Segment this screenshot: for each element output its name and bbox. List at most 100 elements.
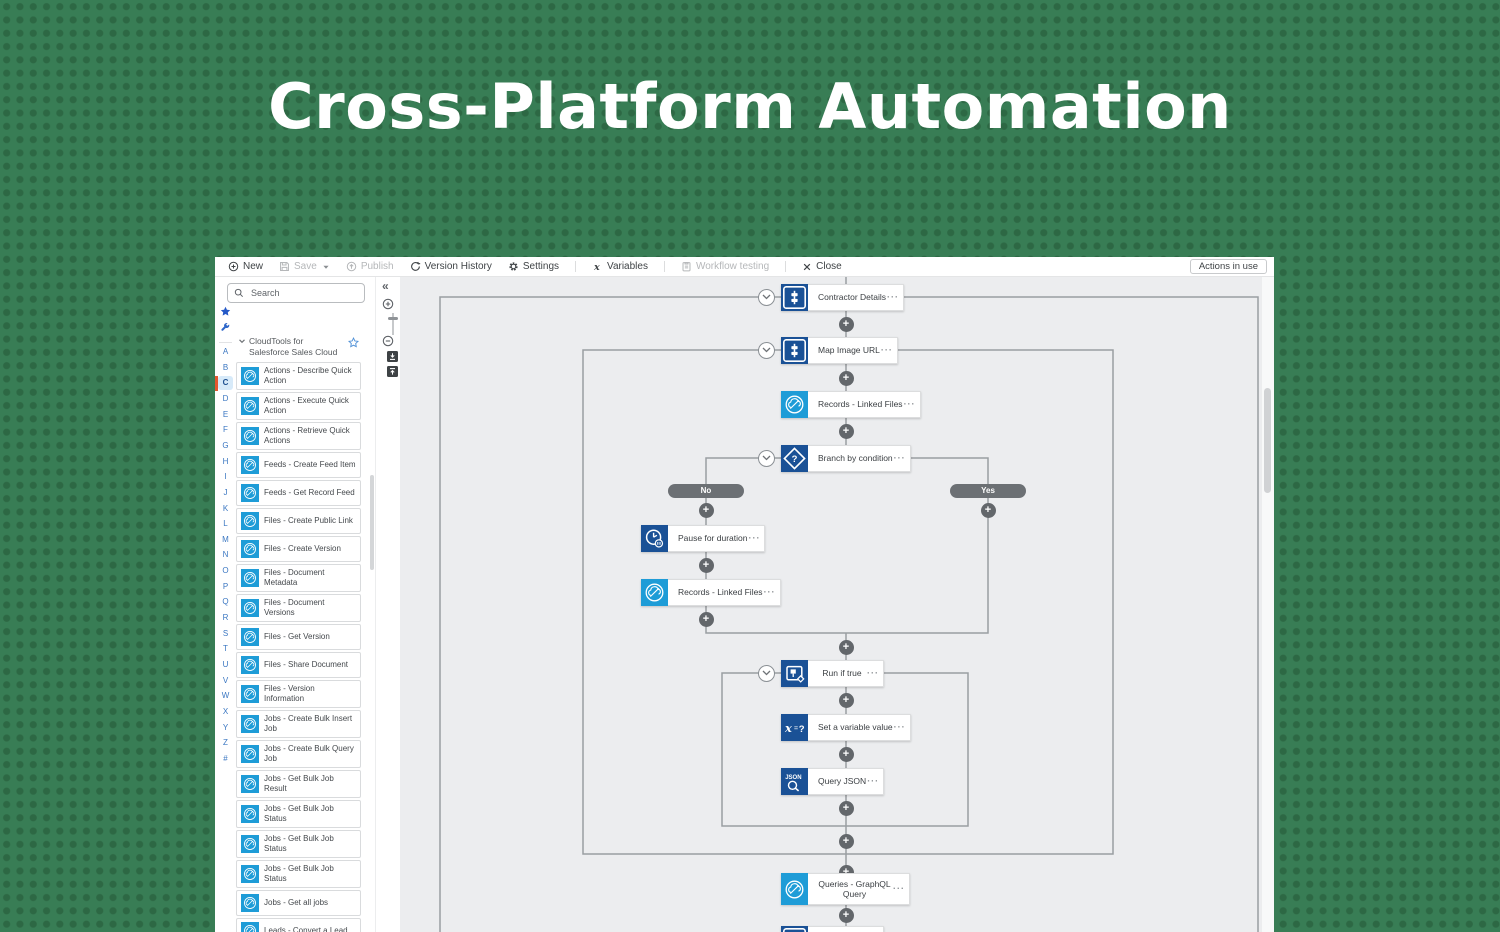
workflow-node[interactable]: ?Branch by condition··· xyxy=(781,444,911,472)
action-list-item[interactable]: Jobs - Get Bulk Job Status xyxy=(236,860,361,889)
add-action-button[interactable]: + xyxy=(838,746,854,762)
alphabet-letter-V[interactable]: V xyxy=(222,675,229,685)
canvas-vertical-scrollbar[interactable] xyxy=(1261,277,1274,932)
node-menu-button[interactable]: ··· xyxy=(867,776,880,786)
favorite-star-outline-icon[interactable] xyxy=(348,337,359,357)
action-list-item[interactable]: Files - Create Version xyxy=(236,536,361,563)
add-action-button[interactable]: + xyxy=(838,833,854,849)
collapse-panel-icon[interactable]: « xyxy=(382,279,389,293)
add-action-button[interactable]: + xyxy=(838,639,854,655)
action-list-item[interactable]: Actions - Retrieve Quick Actions xyxy=(236,422,361,451)
action-list-item[interactable]: Jobs - Get Bulk Job Status xyxy=(236,830,361,859)
alphabet-letter-C[interactable]: C xyxy=(218,376,233,391)
add-action-button[interactable]: + xyxy=(698,611,714,627)
action-list-item[interactable]: Jobs - Create Bulk Insert Job xyxy=(236,710,361,739)
node-menu-button[interactable]: ··· xyxy=(893,722,906,732)
action-list-item[interactable]: Files - Create Public Link xyxy=(236,508,361,535)
alphabet-letter-R[interactable]: R xyxy=(222,613,229,623)
collapse-chevron-button[interactable] xyxy=(757,664,775,682)
alphabet-letter-J[interactable]: J xyxy=(223,487,228,497)
collapse-chevron-button[interactable] xyxy=(757,449,775,467)
add-action-button[interactable]: + xyxy=(838,800,854,816)
alphabet-letter-L[interactable]: L xyxy=(223,519,228,529)
alphabet-letter-Q[interactable]: Q xyxy=(222,597,229,607)
node-menu-button[interactable]: ··· xyxy=(748,533,761,543)
toolbar-version-history-button[interactable]: Version History xyxy=(410,261,492,272)
favorites-star-icon[interactable] xyxy=(220,306,231,317)
workflow-node[interactable]: Map Image URL··· xyxy=(781,336,898,364)
alphabet-letter-T[interactable]: T xyxy=(223,644,228,654)
alphabet-letter-B[interactable]: B xyxy=(222,362,229,372)
workflow-node[interactable]: Pause for duration··· xyxy=(641,524,766,552)
action-list-item[interactable]: Files - Version Information xyxy=(236,680,361,709)
action-list-item[interactable]: Actions - Describe Quick Action xyxy=(236,362,361,391)
node-menu-button[interactable]: ··· xyxy=(893,883,905,894)
add-action-button[interactable]: + xyxy=(980,502,996,518)
node-menu-button[interactable]: ··· xyxy=(763,587,776,597)
node-menu-button[interactable]: ··· xyxy=(903,399,916,409)
node-menu-button[interactable]: ··· xyxy=(887,292,900,302)
search-input[interactable] xyxy=(249,287,358,299)
action-list-item[interactable]: Files - Share Document xyxy=(236,652,361,679)
alphabet-letter-U[interactable]: U xyxy=(222,660,229,669)
action-list-item[interactable]: Files - Document Versions xyxy=(236,594,361,623)
alphabet-letter-F[interactable]: F xyxy=(223,425,228,435)
alphabet-letter-D[interactable]: D xyxy=(222,393,229,403)
action-list-item[interactable]: Feeds - Get Record Feed xyxy=(236,480,361,507)
collapse-all-actions-icon[interactable] xyxy=(387,351,398,362)
action-list-item[interactable]: Leads - Convert a Lead xyxy=(236,918,361,932)
actions-in-use-button[interactable]: Actions in use xyxy=(1189,259,1267,274)
alphabet-letter-Y[interactable]: Y xyxy=(222,722,229,732)
alphabet-letter-hash[interactable]: # xyxy=(223,753,228,763)
add-action-button[interactable]: + xyxy=(838,907,854,923)
alphabet-letter-N[interactable]: N xyxy=(222,550,229,560)
alphabet-letter-H[interactable]: H xyxy=(222,456,229,466)
zoom-out-icon[interactable] xyxy=(382,335,394,347)
add-action-button[interactable]: + xyxy=(838,370,854,386)
alphabet-letter-E[interactable]: E xyxy=(222,409,229,419)
add-action-button[interactable]: + xyxy=(838,316,854,332)
add-action-button[interactable]: + xyxy=(698,557,714,573)
alphabet-letter-W[interactable]: W xyxy=(221,691,230,701)
workflow-node[interactable]: Contractor Details··· xyxy=(781,283,905,311)
action-list-item[interactable]: Jobs - Create Bulk Query Job xyxy=(236,740,361,769)
tools-wrench-icon[interactable] xyxy=(220,322,230,332)
action-list-item[interactable]: Jobs - Get Bulk Job Result xyxy=(236,770,361,799)
workflow-node[interactable]: Queries - GraphQL Query··· xyxy=(781,873,910,905)
alphabet-letter-K[interactable]: K xyxy=(222,503,229,513)
node-menu-button[interactable]: ··· xyxy=(893,453,906,463)
alphabet-letter-Z[interactable]: Z xyxy=(223,738,228,748)
action-list-item[interactable]: Files - Document Metadata xyxy=(236,564,361,593)
zoom-in-icon[interactable] xyxy=(382,298,394,310)
workflow-node[interactable]: Records - Linked Files··· xyxy=(641,578,781,606)
alphabet-letter-A[interactable]: A xyxy=(222,347,229,356)
add-action-button[interactable]: + xyxy=(838,423,854,439)
action-list-item[interactable]: Actions - Execute Quick Action xyxy=(236,392,361,421)
zoom-slider-handle[interactable] xyxy=(388,317,398,320)
action-list-item[interactable]: Jobs - Get all jobs xyxy=(236,890,361,917)
workflow-node[interactable]: Records - Linked Files··· xyxy=(781,390,921,418)
action-list-item[interactable]: Feeds - Create Feed Item xyxy=(236,452,361,479)
node-menu-button[interactable]: ··· xyxy=(867,668,879,678)
sidebar-scrollbar-thumb[interactable] xyxy=(370,475,374,570)
add-action-button[interactable]: + xyxy=(698,502,714,518)
collapse-chevron-button[interactable] xyxy=(757,288,775,306)
action-list-item[interactable]: Jobs - Get Bulk Job Status xyxy=(236,800,361,829)
alphabet-letter-S[interactable]: S xyxy=(222,628,229,638)
toolbar-close-button[interactable]: Close xyxy=(802,261,842,272)
toolbar-new-button[interactable]: New xyxy=(228,261,263,272)
action-list-item[interactable]: Files - Get Version xyxy=(236,624,361,651)
toolbar-settings-button[interactable]: Settings xyxy=(508,261,559,272)
workflow-node[interactable]: Run if true··· xyxy=(781,659,884,687)
collapse-chevron-button[interactable] xyxy=(757,341,775,359)
workflow-node[interactable] xyxy=(781,925,884,932)
node-menu-button[interactable]: ··· xyxy=(880,345,893,355)
alphabet-letter-G[interactable]: G xyxy=(222,440,229,450)
connector-group-header[interactable]: CloudTools for Salesforce Sales Cloud xyxy=(236,333,361,362)
alphabet-letter-M[interactable]: M xyxy=(222,534,229,544)
alphabet-letter-I[interactable]: I xyxy=(224,472,227,482)
alphabet-letter-O[interactable]: O xyxy=(222,566,229,576)
alphabet-letter-P[interactable]: P xyxy=(222,581,229,591)
